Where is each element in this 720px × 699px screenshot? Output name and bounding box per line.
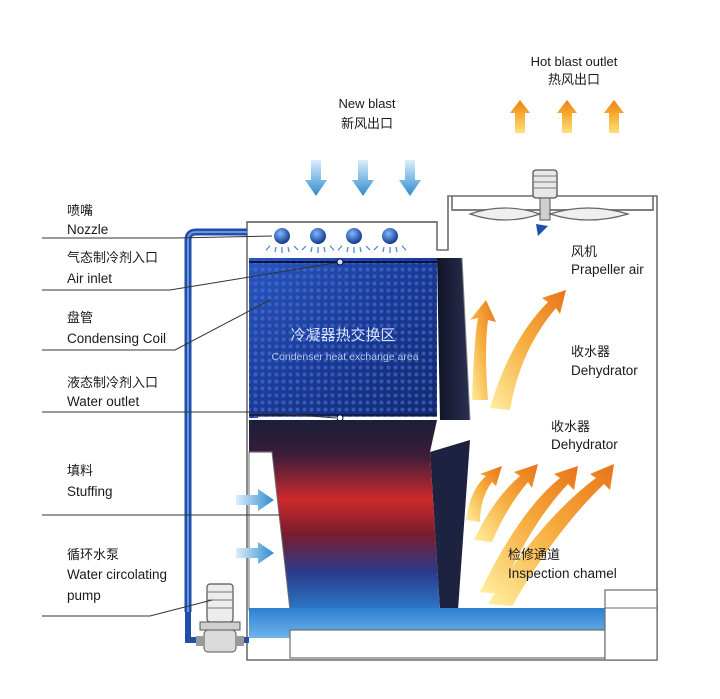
- pump-label-cn: 循环水泵: [67, 547, 119, 562]
- hot-blast-label-en: Hot blast outlet: [531, 54, 618, 69]
- inspection-label-en: Inspection chamel: [508, 566, 617, 581]
- fan-label-en: Prapeller air: [571, 262, 644, 277]
- orange-arrow-curve: [490, 290, 566, 410]
- nozzle-row: [265, 228, 407, 253]
- circulation-pipe: [184, 228, 247, 612]
- condensing-coil: 冷凝器热交换区 Condenser heat exchange area: [249, 258, 437, 422]
- dehydrator-1-label-en: Dehydrator: [571, 363, 638, 378]
- nozzle-icon: [265, 228, 299, 253]
- hot-arrow-up-1: [510, 100, 530, 133]
- left-label-nozzle: 喷嘴 Nozzle: [42, 203, 273, 239]
- water-outlet-label-cn: 液态制冷剂入口: [67, 375, 158, 390]
- hot-arrow-up-2: [557, 100, 577, 133]
- hot-blast-label-cn: 热风出口: [548, 72, 600, 87]
- dehydrator-1-label-cn: 收水器: [571, 344, 610, 359]
- nozzle-icon: [373, 228, 407, 253]
- stuffing-label-en: Stuffing: [67, 484, 113, 499]
- left-label-stuffing: 填料 Stuffing: [42, 463, 280, 516]
- left-label-pump: 循环水泵 Water circolating pump: [42, 547, 213, 617]
- inspection-label-cn: 检修通道: [508, 547, 560, 562]
- fan-motor-icon: [468, 169, 631, 236]
- dehydrator-2-label-cn: 收水器: [551, 419, 590, 434]
- coil-label-cn: 冷凝器热交换区: [290, 326, 395, 344]
- panel-edge: [461, 257, 471, 421]
- water-outlet-leader: [42, 411, 337, 419]
- hot-blast-arrows: [510, 100, 624, 133]
- air-inlet-leader: [42, 262, 336, 291]
- dehydrator-panel: [437, 258, 470, 420]
- blue-arrow-right-2: [236, 542, 274, 564]
- dehydrator-2-label-en: Dehydrator: [551, 437, 618, 452]
- stuffing-label-cn: 填料: [67, 463, 93, 478]
- new-blast-label-cn: 新风出口: [341, 116, 393, 131]
- coil-en-label: Condensing Coil: [67, 331, 166, 346]
- left-label-water-outlet: 液态制冷剂入口 Water outlet: [42, 375, 337, 419]
- hot-air-flow-arrows: [466, 290, 614, 606]
- coil-label-en: Condenser heat exchange area: [271, 351, 418, 363]
- pump-icon: [185, 583, 249, 653]
- hot-arrow-up-3: [604, 100, 624, 133]
- orange-arrow-curve: [470, 300, 496, 400]
- air-inlet-label-en: Air inlet: [67, 271, 112, 286]
- nozzle-label-en: Nozzle: [67, 222, 108, 237]
- pump-leader: [42, 599, 213, 617]
- air-inlet-label-cn: 气态制冷剂入口: [67, 250, 158, 265]
- left-label-coil: 盘管 Condensing Coil: [42, 299, 271, 351]
- dehydrator-panel-lower: [430, 440, 470, 610]
- orange-arrow-curve: [488, 464, 614, 606]
- orange-arrow-curve: [474, 464, 538, 542]
- nozzle-label-cn: 喷嘴: [67, 203, 93, 218]
- blue-arrow-down-3: [399, 160, 421, 196]
- nozzle-icon: [337, 228, 371, 253]
- water-outlet-label-en: Water outlet: [67, 394, 140, 409]
- blue-arrow-down-1: [305, 160, 327, 196]
- pump-label-en: Water circolating: [67, 567, 167, 582]
- pump-label-en2: pump: [67, 588, 101, 603]
- stuffing-fill: [249, 420, 440, 610]
- nozzle-leader: [42, 235, 273, 239]
- coil-cn-label: 盘管: [67, 310, 93, 325]
- new-blast-arrows: [305, 160, 421, 196]
- new-blast-label-en: New blast: [338, 96, 395, 111]
- coil-leader: [42, 299, 271, 351]
- fan-label-cn: 风机: [571, 244, 597, 259]
- orange-arrow-curve: [466, 466, 502, 522]
- left-label-air-inlet: 气态制冷剂入口 Air inlet: [42, 250, 336, 291]
- orange-arrow-curve: [480, 466, 578, 594]
- water-basin: [249, 589, 658, 661]
- nozzle-icon: [301, 228, 335, 253]
- blue-arrow-down-2: [352, 160, 374, 196]
- blue-arrow-right-1: [236, 489, 274, 511]
